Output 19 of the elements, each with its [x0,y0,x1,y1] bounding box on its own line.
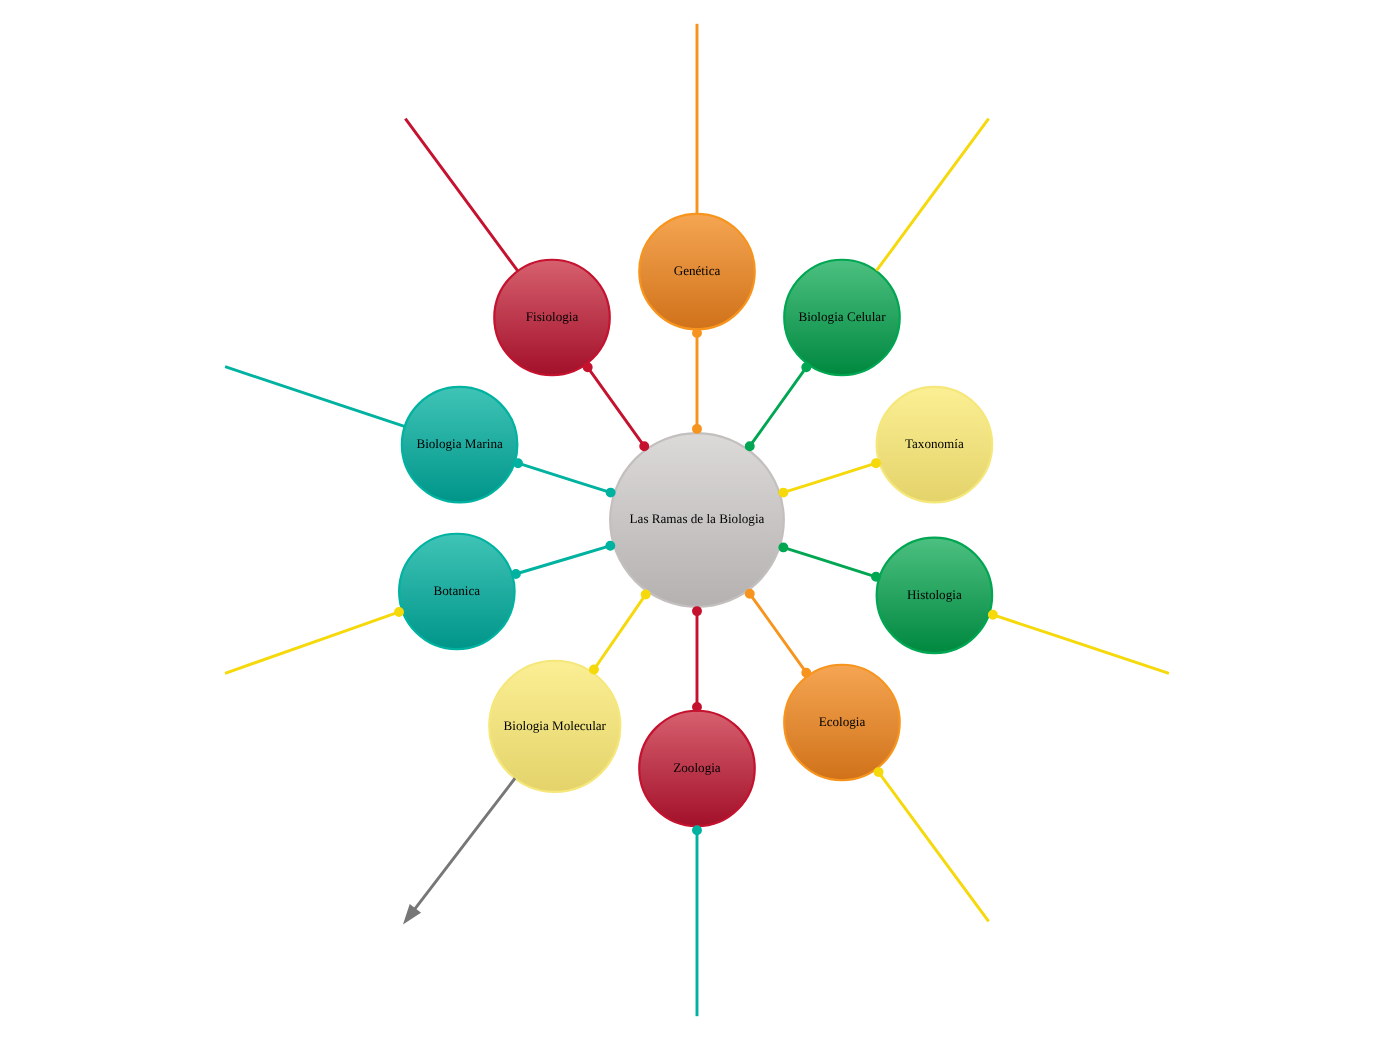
connector [994,614,1169,675]
connector [403,117,518,272]
connector [512,458,615,498]
connector [878,774,989,923]
connector [587,589,650,675]
connector [743,362,811,452]
connector [223,611,396,675]
connector [694,23,698,214]
connector [223,365,404,428]
arrow [401,777,516,925]
connector [691,606,701,712]
connector [694,833,698,1017]
connector [581,362,649,452]
connector [874,117,989,272]
connector [777,458,880,498]
connector [743,588,811,678]
connector [777,542,880,582]
connector [691,328,701,434]
connector [509,540,615,579]
